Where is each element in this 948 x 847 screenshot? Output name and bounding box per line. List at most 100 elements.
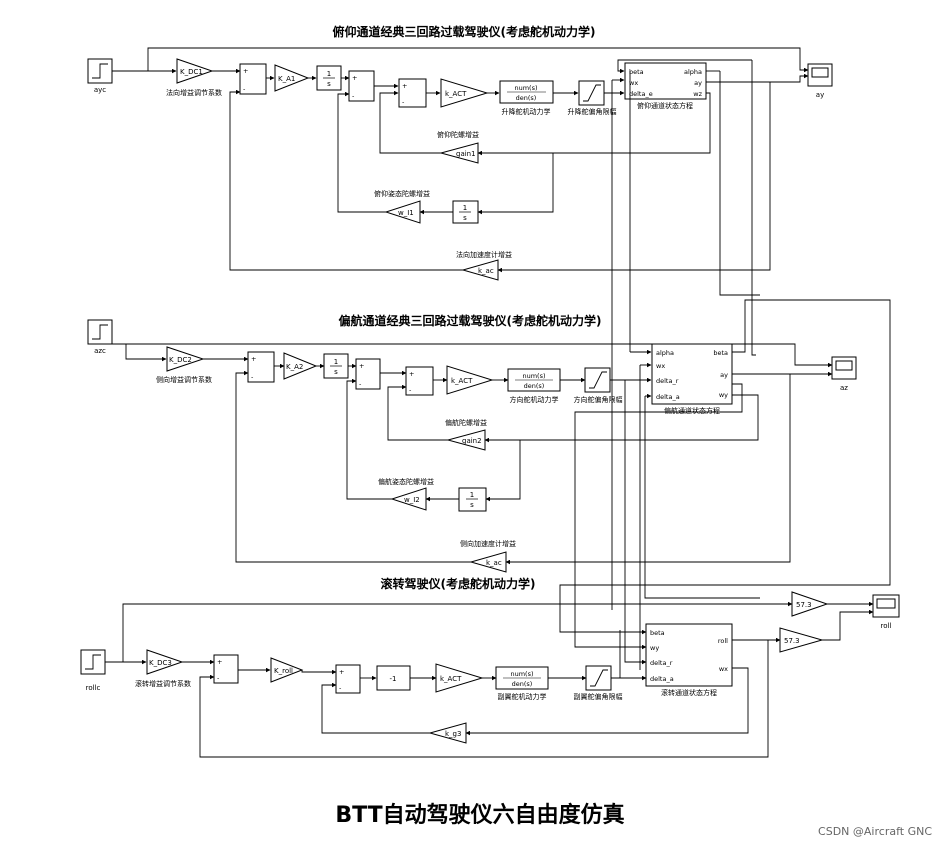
roll-sum-2[interactable] [335,664,361,694]
pitch-fb-int-den: s [463,214,467,222]
yaw-state-in-wx: wx [656,362,665,370]
w-i1-caption: 俯仰姿态陀螺增益 [374,189,430,198]
roll-sum-2-plus: + [339,668,344,676]
azc-label: azc [94,347,106,355]
pitch-k-act-gain-block[interactable] [440,78,489,108]
pitch-state-caption: 俯仰通道状态方程 [637,101,693,110]
k-a1-gain-block[interactable] [274,64,310,92]
yaw-k-act-gain-block[interactable] [446,365,494,395]
watermark: CSDN @Aircraft GNC [818,825,932,838]
az-scope[interactable] [831,356,857,380]
roll-state-in-delta-a: delta_a [650,675,674,683]
yaw-state-in-delta-r: delta_r [656,377,679,385]
k-roll-gain-block[interactable] [270,657,304,683]
elevator-saturation-block[interactable] [578,80,605,106]
yaw-k-act-label: k_ACT [451,377,473,385]
gain1-caption: 俯仰陀螺增益 [437,130,479,139]
yaw-state-in-alpha: alpha [656,349,674,357]
roll-state-in-beta: beta [650,629,665,637]
k-g3-gain-block[interactable] [428,722,467,744]
rudder-saturation-block[interactable] [584,367,611,393]
pitch-state-out-ay: ay [694,79,702,87]
pitch-k-ac-caption: 法向加速度计增益 [456,250,512,259]
roll-output-deg-gain-block[interactable] [779,627,824,653]
roll-state-out-wx: wx [719,665,728,673]
k-a2-gain-block[interactable] [283,352,318,380]
roll-negate-gain-block[interactable] [376,665,411,691]
roll-k-act-gain-block[interactable] [435,663,484,693]
k-dc3-caption: 滚转增益调节系数 [135,679,191,688]
pitch-k-act-label: k_ACT [445,90,467,98]
roll-state-out-roll: roll [718,637,728,645]
k-dc2-caption: 侧向增益调节系数 [156,375,212,384]
gain2-block[interactable] [446,429,486,451]
pitch-sum-1[interactable] [239,63,267,95]
pitch-sum-3[interactable] [398,78,427,108]
yaw-state-equation-subsystem[interactable] [651,343,733,405]
aileron-saturation-block[interactable] [585,665,612,691]
k-dc1-caption: 法向增益调节系数 [166,88,222,97]
yaw-sum-2-minus: - [359,380,362,388]
k-dc3-gain-block[interactable] [146,649,184,675]
yaw-tf-caption: 方向舵机动力学 [510,395,559,404]
roll-command-deg-gain-block[interactable] [791,591,829,617]
w-i2-caption: 偏航姿态陀螺增益 [378,477,434,486]
yaw-state-caption: 偏航通道状态方程 [664,406,720,415]
yaw-tf-num: num(s) [522,372,545,380]
roll-sum-1-plus: + [217,658,222,666]
ay-scope[interactable] [807,63,833,87]
yaw-integrator[interactable] [323,353,349,379]
pitch-sum-2-minus: - [352,92,355,100]
roll-scope[interactable] [872,594,900,618]
yaw-sum-1-minus: - [251,373,254,381]
roll-channel: rollc K_DC3 滚转增益调节系数 + - K_roll + - -1 k… [80,380,900,758]
yaw-sum-2[interactable] [355,358,381,390]
yaw-state-out-wy: wy [719,391,728,399]
roll-state-equation-subsystem[interactable] [645,623,733,687]
k-dc2-label: K_DC2 [169,356,192,364]
pitch-tf-den: den(s) [516,94,537,102]
k-a2-label: K_A2 [286,363,303,371]
pitch-channel: ayc K_DC1 法向增益调节系数 + - K_A1 1 s + - + - … [87,47,833,610]
pitch-sum-2[interactable] [348,70,375,102]
pitch-sum-3-minus: - [402,98,405,106]
pitch-state-equation-subsystem[interactable] [624,62,707,100]
yaw-state-out-ay: ay [720,371,728,379]
pitch-sum-3-plus: + [402,82,407,90]
roll-sum-2-minus: - [339,684,342,692]
yaw-feedback-integrator[interactable] [458,487,487,512]
roll-channel-title: 滚转驾驶仪(考虑舵机动力学) [381,576,536,591]
yaw-k-ac-gain-block[interactable] [469,551,507,573]
yaw-k-ac-label: k_ac [486,559,502,567]
ay-scope-label: ay [816,91,824,99]
w-i2-gain-block[interactable] [390,487,427,511]
azc-step-source[interactable] [87,319,113,345]
rollc-step-source[interactable] [80,649,106,675]
k-dc1-gain-block[interactable] [176,58,214,84]
pitch-k-ac-gain-block[interactable] [461,259,499,281]
yaw-k-ac-caption: 侧向加速度计增益 [460,539,516,548]
k-dc3-label: K_DC3 [149,659,172,667]
roll-tf-den: den(s) [512,680,533,688]
roll-state-caption: 滚转通道状态方程 [661,688,717,697]
yaw-sum-3-minus: - [409,386,412,394]
ayc-label: ayc [94,86,106,94]
k-dc2-gain-block[interactable] [166,346,205,372]
gain1-block[interactable] [439,142,479,164]
az-scope-label: az [840,384,848,392]
w-i1-gain-block[interactable] [384,200,421,224]
pitch-state-in-wx: wx [629,79,638,87]
yaw-sum-3[interactable] [405,366,434,396]
ayc-step-source[interactable] [87,58,113,84]
pitch-sum-1-plus: + [243,67,248,75]
pitch-fb-int-num: 1 [463,204,467,212]
yaw-sum-1[interactable] [247,351,275,383]
roll-sum-1[interactable] [213,654,239,684]
k-a1-label: K_A1 [278,75,295,83]
roll-state-in-delta-r: delta_r [650,659,673,667]
roll-out-deg-label: 57.3 [784,637,800,645]
yaw-tf-den: den(s) [524,382,545,390]
pitch-k-ac-label: k_ac [478,267,494,275]
pitch-state-in-beta: beta [629,68,644,76]
pitch-sum-2-plus: + [352,74,357,82]
